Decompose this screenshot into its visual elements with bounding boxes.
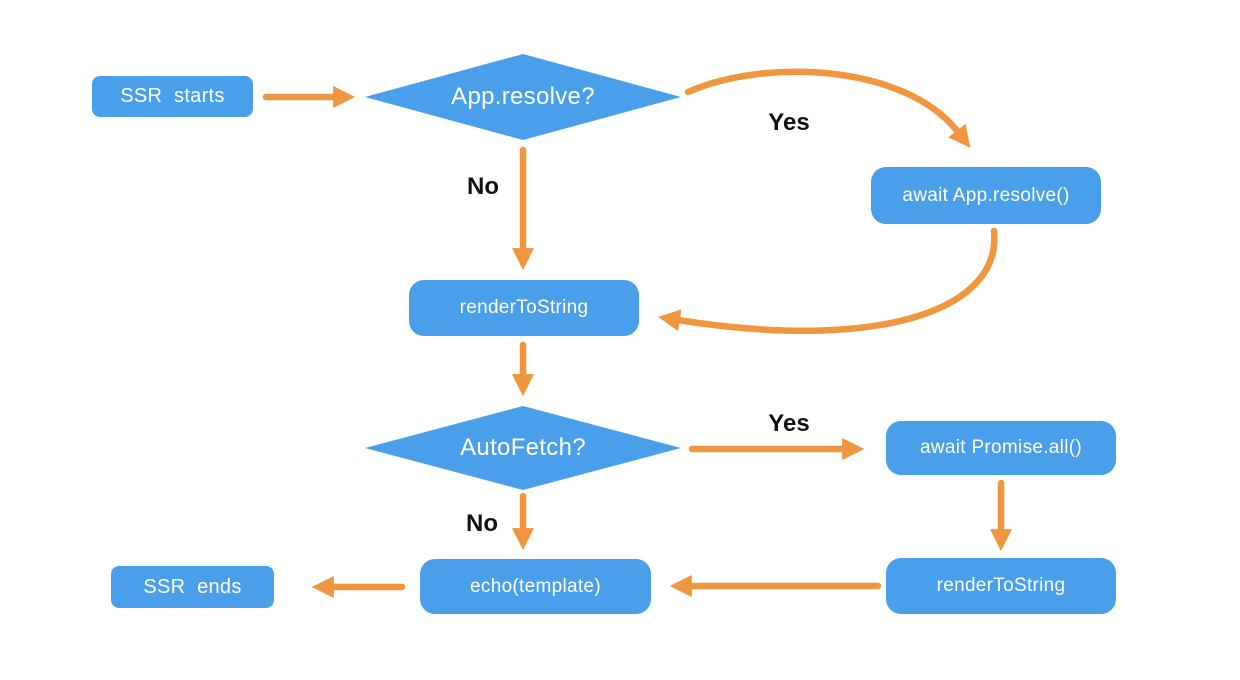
node-render-to-string-1-label: renderToString — [459, 297, 589, 318]
node-await-app-resolve-label: await App.resolve() — [902, 184, 1070, 206]
edge-label-yes-app-resolve: Yes — [768, 109, 810, 136]
node-await-app-resolve: await App.resolve() — [871, 167, 1101, 224]
node-render-to-string-1: renderToString — [409, 280, 639, 336]
node-ssr-ends: SSR ends — [111, 566, 274, 608]
node-await-promise-all-label: await Promise.all() — [920, 437, 1082, 458]
arrow-app-resolve-yes-to-await-app-resolve — [684, 68, 971, 148]
node-render-to-string-2-label: renderToString — [936, 575, 1066, 596]
edge-label-yes-autofetch: Yes — [768, 410, 810, 437]
node-ssr-starts-label: SSR starts — [120, 85, 225, 107]
node-echo-template-label: echo(template) — [470, 575, 601, 597]
node-app-resolve-label: App.resolve? — [451, 83, 595, 110]
edge-label-no-autofetch: No — [466, 510, 498, 537]
node-app-resolve-decision: App.resolve? — [365, 54, 681, 140]
node-ssr-starts: SSR starts — [92, 76, 253, 117]
node-autofetch-label: AutoFetch? — [460, 434, 586, 461]
node-await-promise-all: await Promise.all() — [886, 421, 1116, 475]
node-ssr-ends-label: SSR ends — [143, 575, 242, 598]
node-autofetch-decision: AutoFetch? — [365, 406, 681, 490]
node-render-to-string-2: renderToString — [886, 558, 1116, 614]
arrow-await-app-resolve-to-rendertostring — [658, 227, 998, 335]
node-echo-template: echo(template) — [420, 559, 651, 614]
edge-label-no-app-resolve: No — [467, 173, 499, 200]
